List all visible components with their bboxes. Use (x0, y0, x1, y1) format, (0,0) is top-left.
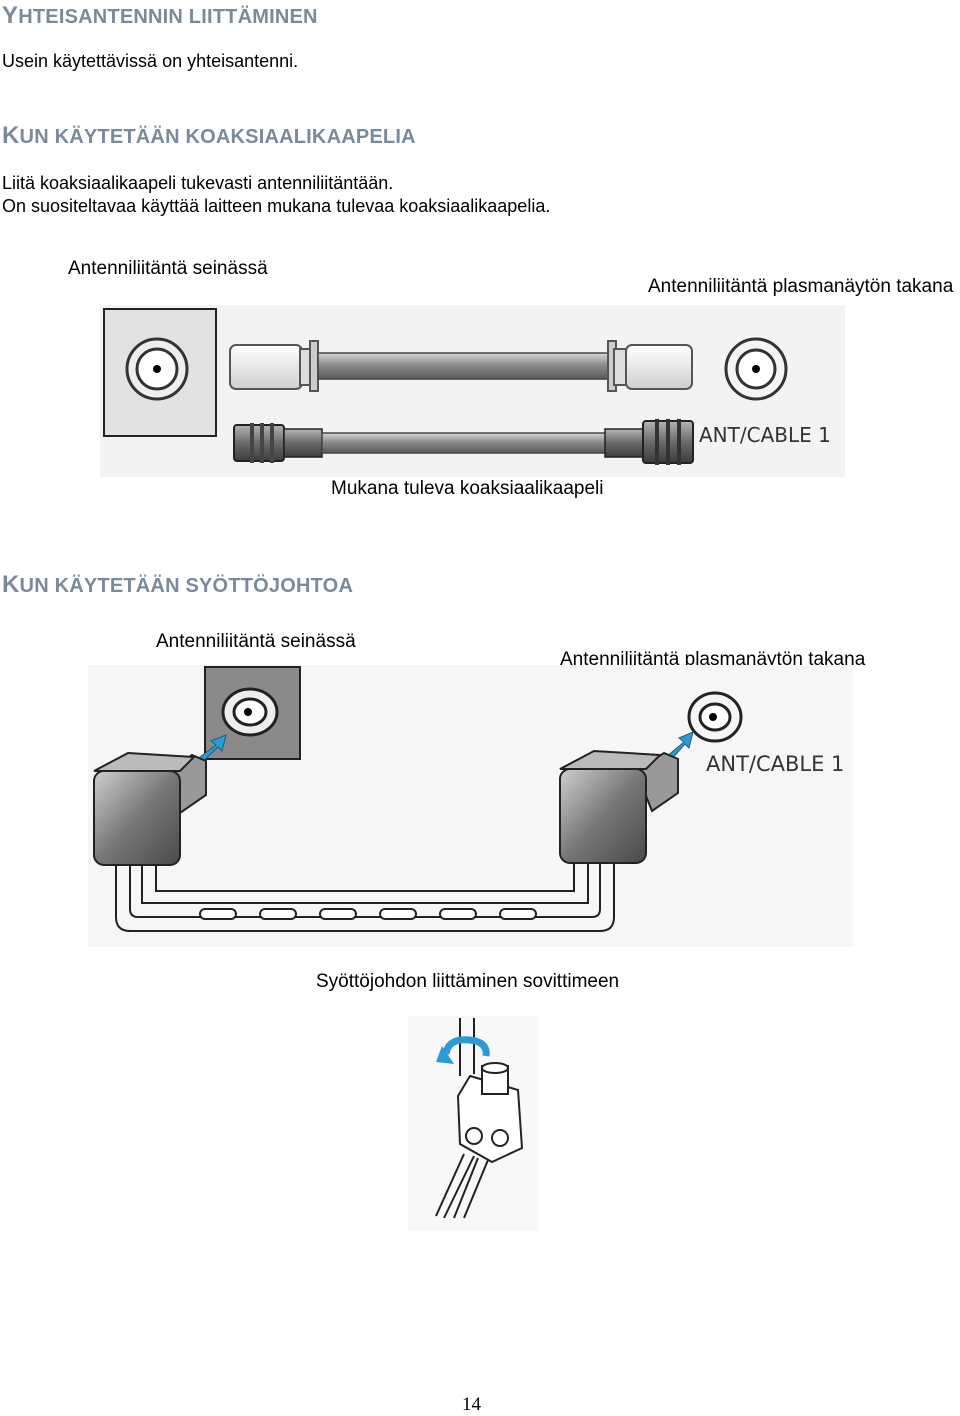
coax-instruction-2: On suositeltavaa käyttää laitteen mukana… (2, 196, 551, 216)
section-title-feeder: KUN KÄYTETÄÄN SYÖTTÖJOHTOA (2, 571, 353, 599)
tv-outlet-label-2: Antenniliitäntä plasmanäytön takana (560, 649, 866, 670)
title-initial: K (2, 571, 20, 598)
rotate-arrow-icon (436, 1036, 490, 1064)
tv-socket-icon (724, 337, 788, 401)
intro-text: Usein käytettävissä on yhteisantenni. (2, 51, 299, 71)
page-number: 14 (462, 1394, 481, 1415)
coax-caption: Mukana tuleva koaksiaalikaapeli (331, 478, 604, 499)
cable-window-icon (199, 908, 537, 920)
title-initial: K (2, 122, 20, 149)
wall-socket-icon (103, 308, 217, 437)
feeder-cable-diagram: ANT/CABLE 1 (88, 665, 853, 947)
adapter-left-icon (93, 751, 207, 866)
title-rest: HTEISANTENNIN LIITTÄMINEN (18, 6, 318, 28)
wall-outlet-label: Antenniliitäntä seinässä (68, 258, 268, 279)
wall-outlet-label-2: Antenniliitäntä seinässä (156, 631, 356, 652)
title-rest: UN KÄYTETÄÄN SYÖTTÖJOHTOA (19, 575, 354, 597)
ant-cable-port-label: ANT/CABLE 1 (706, 752, 844, 776)
title-rest: UN KÄYTETÄÄN KOAKSIAALIKAAPELIA (19, 126, 416, 148)
coax-cable-top-icon (229, 340, 693, 392)
ant-cable-port-label: ANT/CABLE 1 (699, 423, 831, 447)
section-title-coax: KUN KÄYTETÄÄN KOAKSIAALIKAAPELIA (2, 122, 416, 150)
coax-cable-bottom-icon (233, 419, 694, 465)
coax-instruction-1: Liitä koaksiaalikaapeli tukevasti antenn… (2, 173, 394, 193)
feeder-caption: Syöttöjohdon liittäminen sovittimeen (316, 971, 620, 992)
section-title-shared-antenna: YHTEISANTENNIN LIITTÄMINEN (2, 2, 318, 30)
adapter-plug-icon (456, 1062, 524, 1164)
tv-outlet-label: Antenniliitäntä plasmanäytön takana (648, 276, 954, 297)
adapter-detail-diagram (408, 1016, 538, 1231)
cable-icon (459, 1018, 475, 1076)
twin-lead-wires-icon (435, 1153, 489, 1219)
tv-socket-icon (687, 691, 743, 743)
coax-cable-diagram: ANT/CABLE 1 (100, 305, 845, 477)
twin-lead-cable-icon (115, 863, 615, 932)
title-initial: Y (2, 2, 19, 29)
adapter-right-icon (559, 749, 679, 864)
